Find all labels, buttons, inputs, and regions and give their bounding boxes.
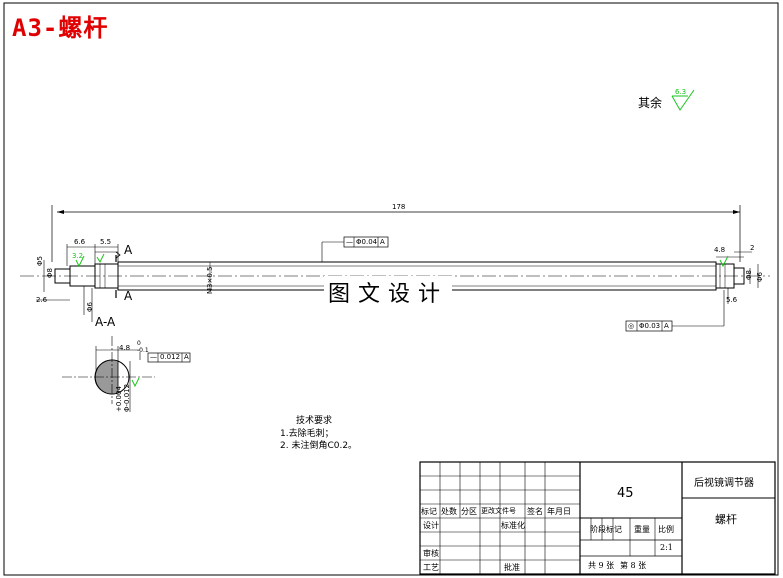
row-label-sign: 签名	[527, 507, 543, 516]
label-standard: 标准化	[501, 521, 525, 530]
tech-req-heading: 技术要求	[296, 416, 333, 426]
dim-right-2: 2	[750, 244, 755, 252]
row-label-date: 年月日	[547, 507, 571, 516]
straight-symbol: —	[346, 238, 353, 246]
section-tol1: +0.004	[115, 386, 123, 412]
label-design: 设计	[423, 521, 439, 530]
section-dim-4-8: 4.8	[119, 344, 131, 352]
straight-datum: A	[380, 238, 385, 246]
symmetry-datum: A	[184, 353, 189, 361]
part-name: 螺杆	[715, 513, 737, 526]
label-process: 工艺	[423, 563, 439, 572]
title-block	[419, 461, 776, 575]
row-label-count: 处数	[441, 507, 457, 516]
dim-6-6: 6.6	[74, 238, 86, 246]
section-dim-01: -0.1	[137, 347, 149, 354]
overall-length: 178	[392, 203, 406, 211]
assembly-name: 后视镜调节器	[694, 478, 754, 489]
section-tol2: Φ-0.012	[123, 383, 131, 412]
dim-right-4-8: 4.8	[714, 246, 726, 254]
dim-right-5-6: 5.6	[726, 296, 738, 304]
dim-left-tol: Φ6	[86, 302, 94, 312]
surface-note-label: 其余	[638, 96, 663, 110]
drawing-border	[3, 2, 779, 576]
label-scale: 比例	[658, 525, 674, 534]
runout-datum: A	[664, 322, 669, 330]
symmetry-value: 0.012	[160, 353, 181, 361]
label-stage: 阶段标记	[590, 525, 622, 534]
dim-right-8: Φ8	[745, 270, 753, 280]
section-mark-a-top: A	[124, 243, 133, 257]
dim-right-tol: Φ6	[756, 272, 764, 282]
dim-5-5: 5.5	[100, 238, 112, 246]
tech-req-item-1: 1.去除毛刺；	[280, 429, 334, 439]
scale-value: 2:1	[660, 543, 673, 552]
surface-note-symbol	[671, 89, 695, 111]
right-tip	[733, 267, 745, 285]
straight-value: Φ0.04	[356, 238, 378, 246]
label-weight: 重量	[634, 525, 650, 534]
runout-value: Φ0.03	[639, 322, 661, 330]
thread-spec: M3×0.5	[206, 266, 214, 295]
roughness-marks	[75, 253, 729, 388]
sheet-number: 第 8 张	[620, 561, 647, 570]
watermark: 图文设计	[324, 276, 453, 308]
section-mark-a-bottom: A	[124, 289, 133, 303]
section-dim-0: 0	[137, 340, 141, 347]
section-title: A-A	[95, 315, 116, 329]
dim-left-dia: Φ5	[36, 256, 44, 266]
label-approve: 批准	[504, 563, 520, 572]
surface-note-value: 6.3	[675, 88, 687, 96]
rough-value: 3.2	[72, 252, 84, 260]
label-check: 审核	[423, 549, 439, 558]
row-label-zone: 分区	[461, 507, 477, 516]
row-label-mark: 标记	[421, 507, 437, 516]
tech-req-item-2: 2. 未注倒角C0.2。	[280, 441, 358, 451]
runout-symbol: ◎	[628, 322, 635, 330]
material: 45	[617, 486, 634, 501]
sheet-total: 共 9 张	[588, 561, 615, 570]
row-label-change: 更改文件号	[481, 507, 516, 515]
dim-left-dia2: Φ8	[46, 268, 54, 278]
runout-frame	[625, 320, 673, 332]
straightness-frame	[343, 236, 389, 248]
drawing-title: A3-螺杆	[12, 14, 109, 42]
symmetry-symbol: —	[150, 353, 157, 361]
dim-2-6: 2.6	[36, 296, 48, 304]
symmetry-frame	[147, 352, 191, 363]
left-tip	[54, 268, 71, 284]
